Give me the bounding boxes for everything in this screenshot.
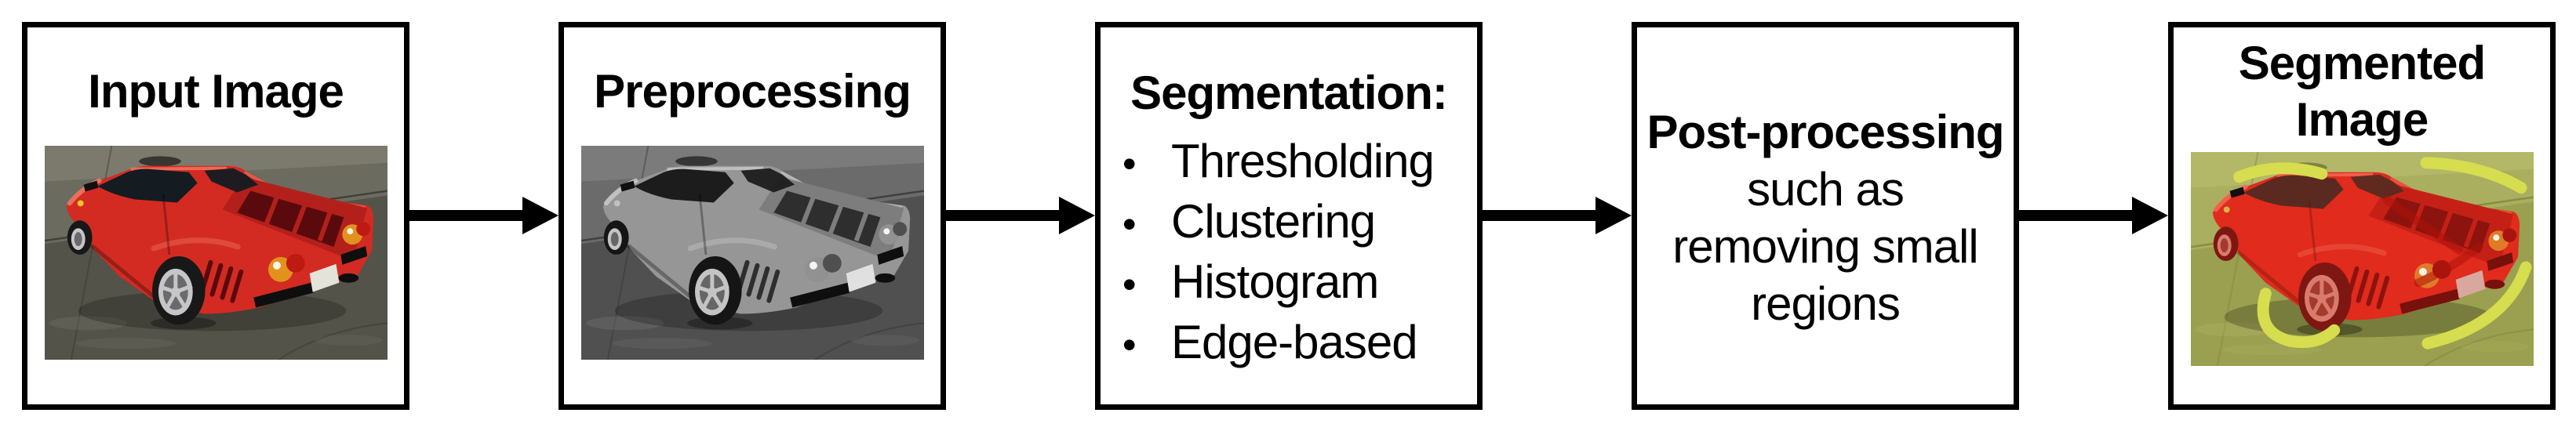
flow-arrow-2	[946, 197, 1095, 234]
pipeline-box-preprocessing: Preprocessing	[558, 22, 946, 410]
post-processing-title: Post-processing	[1646, 105, 2004, 158]
segmentation-title: Segmentation:	[1130, 67, 1448, 119]
segmentation-method-item: • Histogram	[1122, 253, 1477, 313]
pipeline-box-post-processing: Post-processing such as removing small r…	[1632, 22, 2019, 410]
flow-arrow-4	[2019, 197, 2168, 234]
segmented-image-title: Segmented Image	[2174, 35, 2550, 148]
post-processing-subtitle-line: removing small	[1672, 219, 1978, 273]
input-car-photo	[45, 145, 387, 360]
segmented-image-title-line: Image	[2295, 93, 2429, 146]
pipeline-box-segmented-image: Segmented Image	[2168, 22, 2556, 410]
segmented-image-title-line: Segmented	[2238, 37, 2486, 89]
segmentation-method-item: • Edge-based	[1122, 313, 1477, 374]
pipeline-box-input-image: Input Image	[22, 22, 409, 410]
bullet-icon: •	[1122, 323, 1137, 367]
bullet-icon: •	[1122, 263, 1137, 306]
post-processing-subtitle-line: such as	[1747, 162, 1905, 216]
segmentation-method-item: • Clustering	[1122, 193, 1477, 253]
input-image-title: Input Image	[88, 65, 344, 118]
segmentation-method-label: Clustering	[1171, 195, 1376, 248]
flow-arrow-3	[1483, 197, 1632, 234]
segmentation-method-label: Edge-based	[1171, 316, 1418, 368]
segmented-car-photo	[2191, 151, 2534, 367]
flow-arrow-1	[409, 197, 558, 234]
segmentation-method-item: • Thresholding	[1122, 132, 1477, 193]
post-processing-subtitle-line: regions	[1751, 277, 1901, 330]
preprocessing-title: Preprocessing	[594, 65, 911, 118]
segmentation-method-label: Histogram	[1171, 255, 1379, 308]
grayscale-car-photo	[581, 145, 924, 360]
bullet-icon: •	[1122, 202, 1137, 246]
bullet-icon: •	[1122, 142, 1137, 186]
segmentation-method-label: Thresholding	[1171, 135, 1435, 187]
pipeline-flow: Input Image Preprocessing Segmentation: …	[22, 22, 2556, 410]
post-processing-text: Post-processing such as removing small r…	[1637, 29, 2014, 406]
segmentation-method-list: • Thresholding • Clustering • Histogram …	[1101, 132, 1477, 374]
pipeline-box-segmentation: Segmentation: • Thresholding • Clusterin…	[1095, 22, 1483, 410]
